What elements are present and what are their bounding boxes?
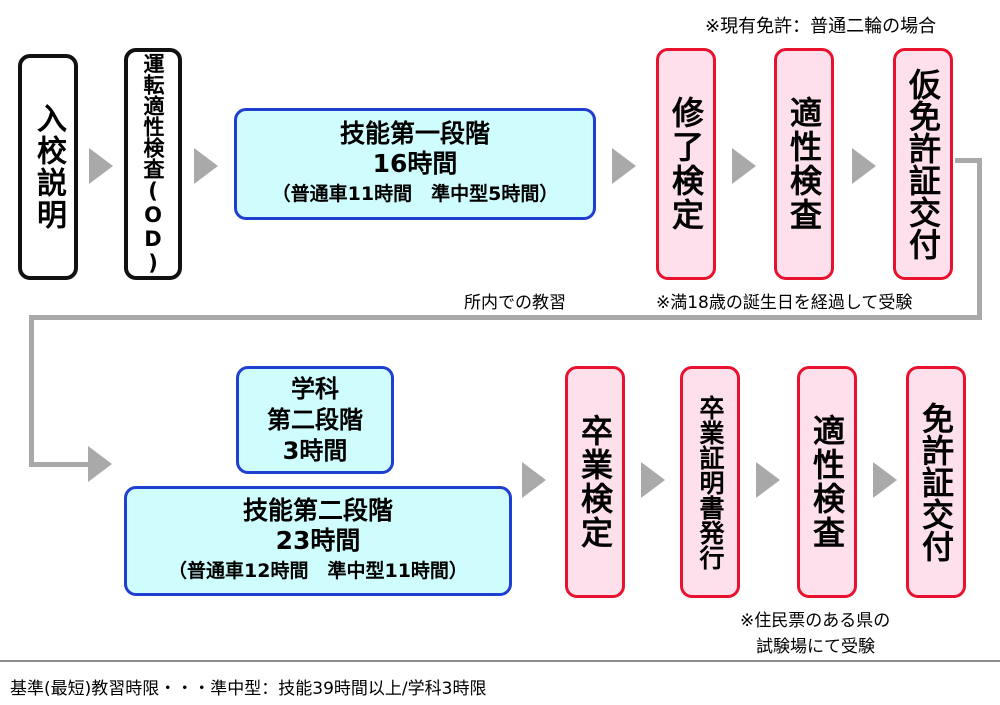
flow-arrow-8 (641, 462, 665, 498)
flow-arrow-4 (732, 148, 756, 184)
flow-arrow-5 (852, 148, 876, 184)
flow-arrow-3 (612, 148, 636, 184)
flow-arrow-1 (89, 148, 113, 184)
connector-left (29, 315, 34, 467)
ginou-dai1-detail: （普通車11時間 準中型5時間） (271, 183, 559, 205)
ginou-dai2-detail: （普通車12時間 準中型11時間） (168, 560, 468, 582)
tekisei-kensa-box-2: 適性検査 (797, 366, 857, 598)
flow-arrow-6 (88, 446, 112, 482)
shuryo-kentei-box: 修了検定 (656, 48, 716, 280)
connector-top (955, 158, 982, 163)
connector-bottom (29, 462, 89, 467)
menkyo-box: 免許証交付 (906, 366, 966, 598)
gakka-line3: 3時間 (282, 436, 348, 465)
sotsugyo-kentei-box: 卒業検定 (565, 366, 625, 598)
note-resident-2: 試験場にて受験 (756, 637, 875, 657)
gakka-dai2-box: 学科 第二段階 3時間 (236, 366, 394, 474)
flow-arrow-10 (873, 462, 897, 498)
gakka-line1: 学科 (291, 374, 339, 403)
shomeisho-box: 卒業証明書発行 (680, 366, 740, 598)
note-resident-1: ※住民票のある県の (740, 611, 891, 631)
ginou-dai2-title: 技能第二段階 (242, 496, 393, 525)
tekisei-kensa-box-1: 適性検査 (774, 48, 834, 280)
nyuko-setsumei-box: 入校説明 (18, 54, 78, 280)
footer-divider (0, 660, 1000, 662)
flow-arrow-7 (522, 462, 546, 498)
flow-arrow-2 (194, 148, 218, 184)
footer-text: 基準(最短)教習時限・・・準中型：技能39時間以上/学科3時限 (10, 679, 487, 699)
gakka-line2: 第二段階 (267, 405, 363, 434)
connector-middle (29, 315, 982, 320)
connector-right (977, 158, 982, 320)
note-age-18: ※満18歳の誕生日を経過して受験 (656, 293, 913, 313)
karimen-box: 仮免許証交付 (893, 48, 953, 280)
ginou-dai2-hours: 23時間 (275, 526, 361, 555)
header-note: ※現有免許：普通二輪の場合 (705, 16, 937, 37)
ginou-dai2-box: 技能第二段階 23時間 （普通車12時間 準中型11時間） (124, 486, 512, 596)
tekisei-od-box: 運転適性検査(OD) (124, 48, 182, 280)
note-shonai: 所内での教習 (464, 293, 566, 313)
ginou-dai1-hours: 16時間 (372, 149, 458, 178)
ginou-dai1-box: 技能第一段階 16時間 （普通車11時間 準中型5時間） (234, 108, 596, 220)
ginou-dai1-title: 技能第一段階 (339, 119, 490, 148)
flow-arrow-9 (756, 462, 780, 498)
